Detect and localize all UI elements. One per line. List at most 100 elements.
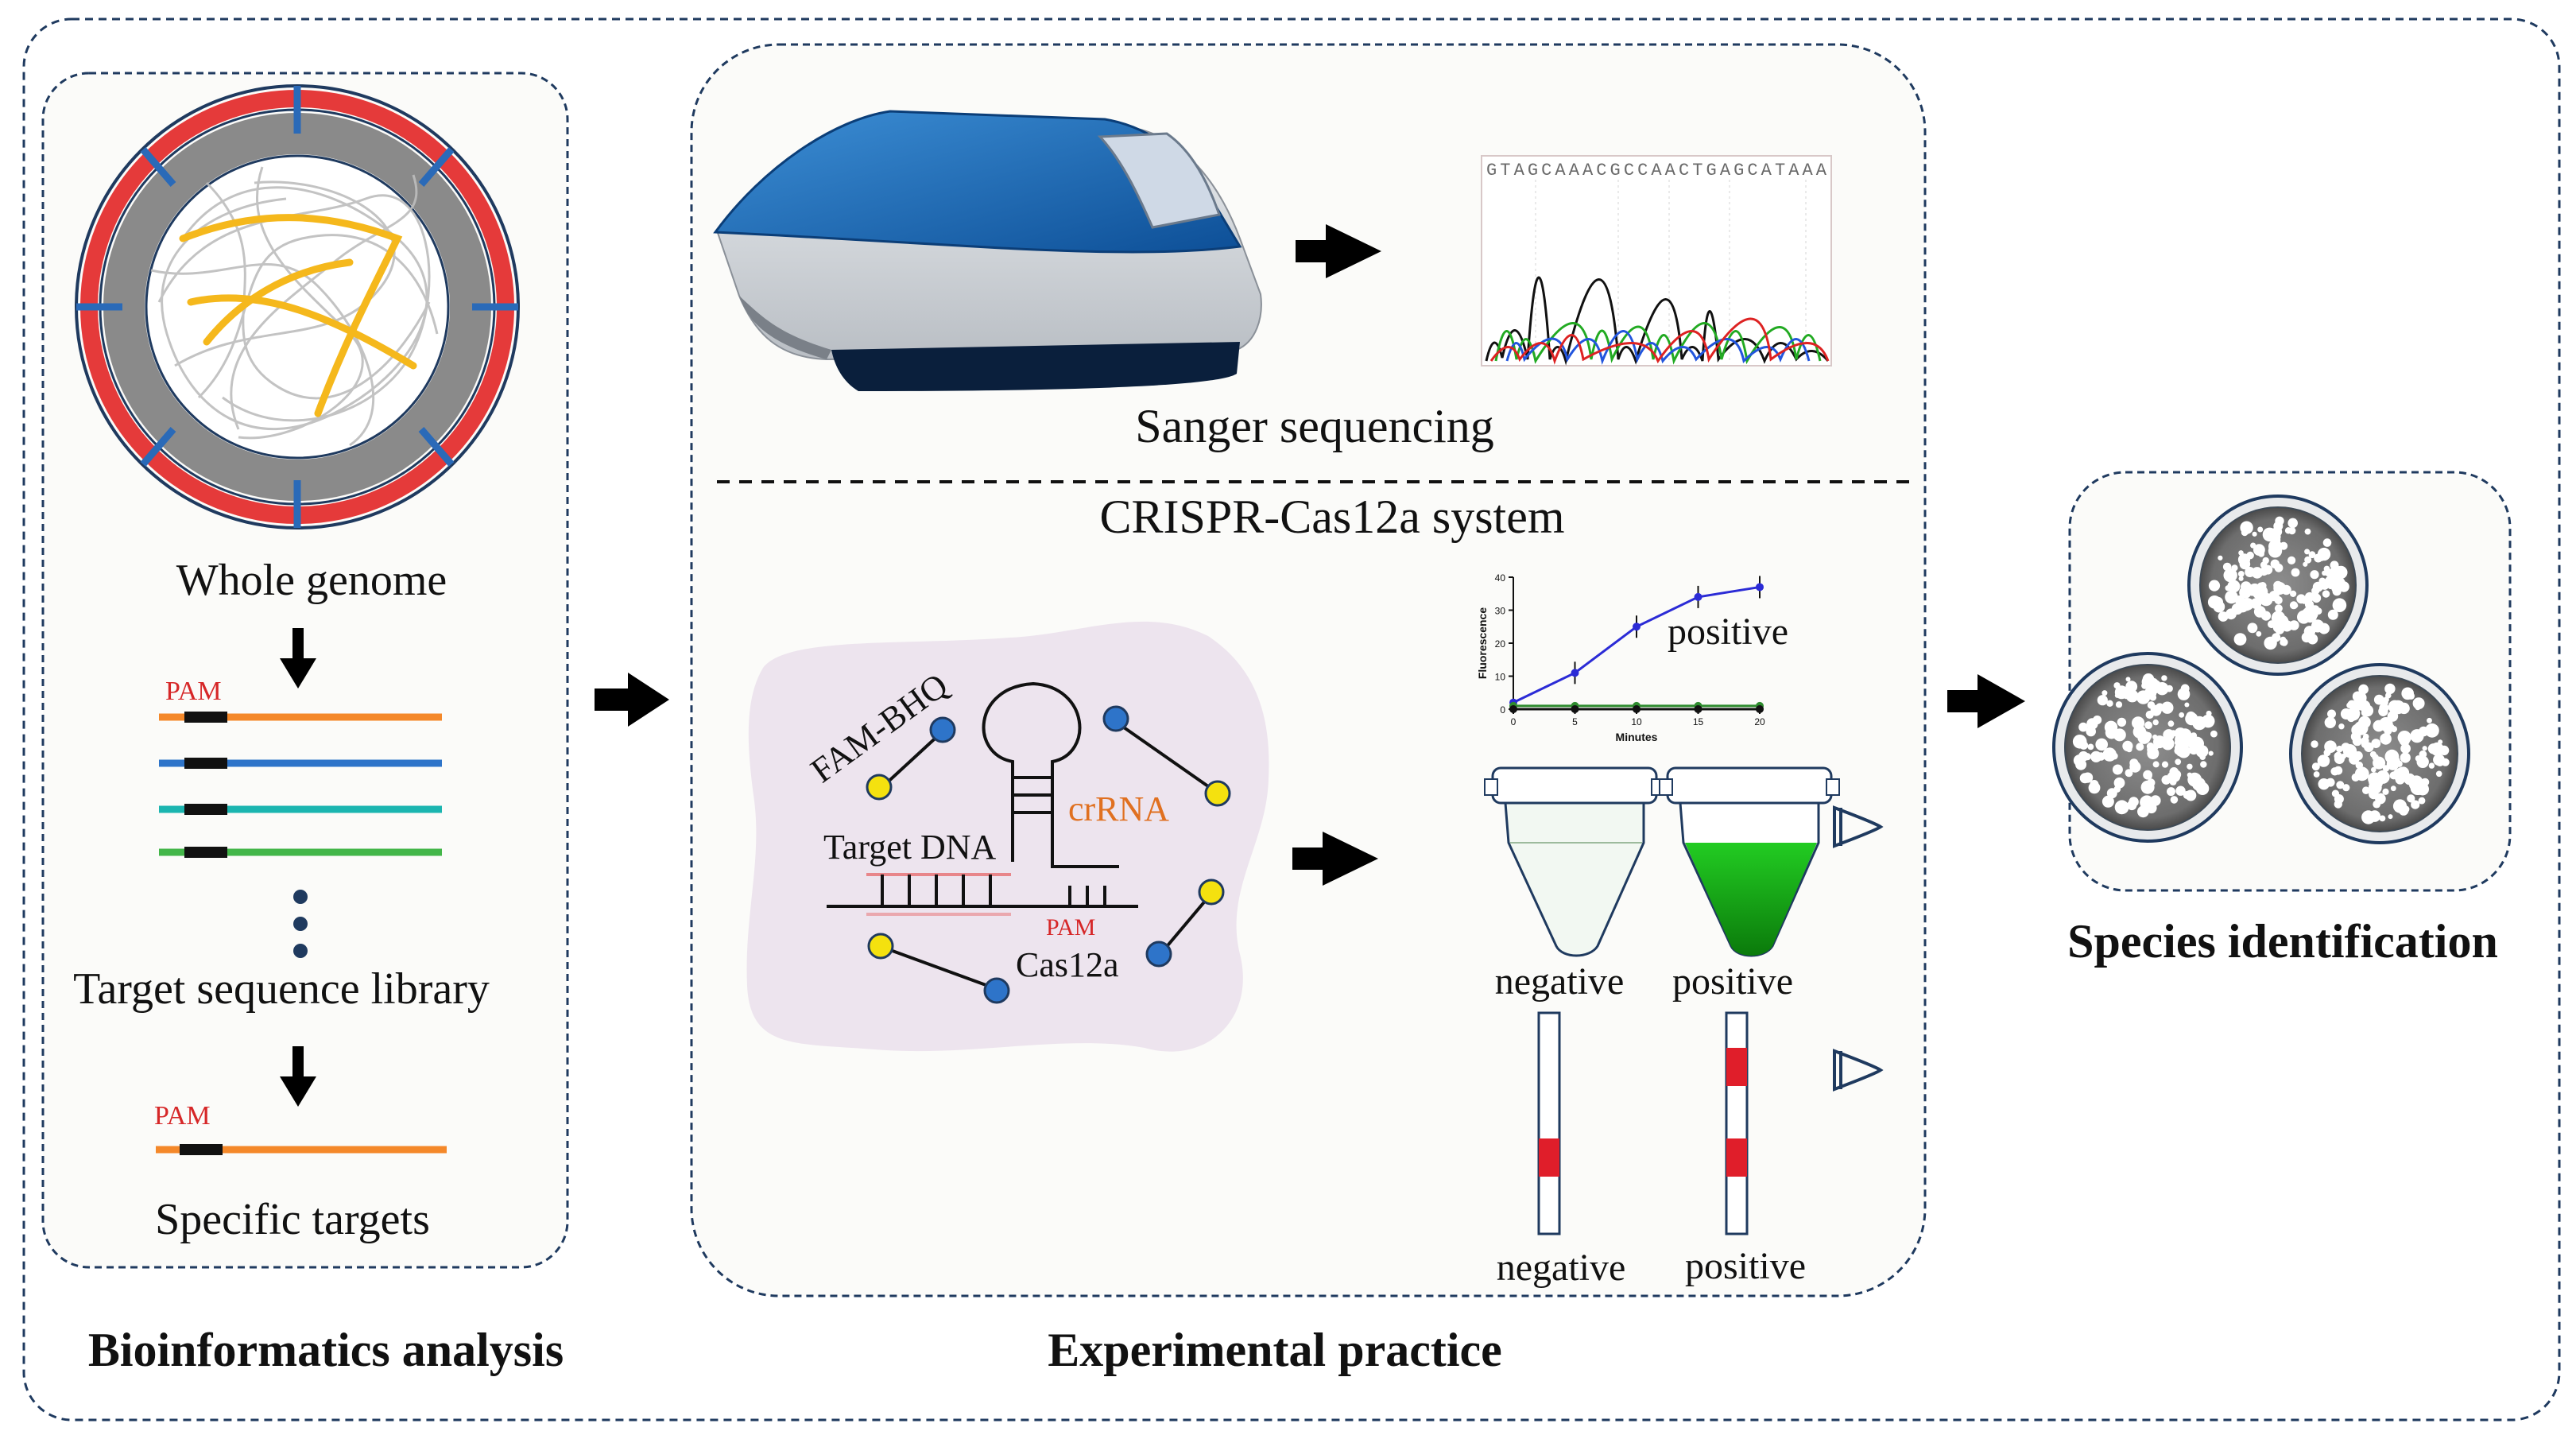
colony-dot (2304, 607, 2311, 613)
tube-negative-icon (1484, 766, 1665, 957)
data-point (1571, 669, 1579, 677)
data-point (1509, 705, 1517, 713)
colony-dot (2093, 716, 2102, 725)
strip-negative-label: negative (1497, 1247, 1626, 1289)
cas12a-pam-label: PAM (1046, 914, 1095, 941)
colony-dot (2143, 770, 2153, 780)
colony-dot (2373, 800, 2381, 809)
colony-dot (2213, 600, 2225, 613)
colony-dot (2167, 787, 2175, 797)
colony-dot (2351, 773, 2360, 782)
colony-dot (2361, 810, 2376, 824)
colony-dot (2362, 733, 2369, 740)
colony-dot (2401, 687, 2414, 700)
down-arrow-icon (280, 1046, 316, 1107)
colony-dot (2117, 717, 2127, 727)
colony-dot (2319, 580, 2330, 590)
colony-dot (2115, 701, 2123, 708)
colony-dot (2378, 717, 2393, 731)
colony-dot (2353, 751, 2363, 761)
crispr-label: CRISPR-Cas12a system (1099, 491, 1564, 543)
colony-dot (2137, 805, 2149, 818)
colony-dot (2371, 739, 2381, 748)
colony-dot (2086, 726, 2096, 737)
colony-dot (2260, 611, 2272, 621)
colony-dot (2272, 623, 2283, 633)
colony-dot (2149, 693, 2157, 701)
colony-dot (2110, 752, 2118, 760)
colony-dot (2334, 800, 2342, 809)
colony-dot (2163, 729, 2175, 741)
colony-dot (2422, 746, 2427, 751)
sequence-lines (159, 712, 442, 858)
colony-dot (2373, 694, 2384, 705)
colony-dot (2382, 788, 2389, 795)
colony-dot (2415, 704, 2421, 711)
specific-targets-label: Specific targets (155, 1195, 430, 1244)
colony-dot (2413, 784, 2424, 795)
colony-dot (2379, 703, 2389, 713)
strip-negative-icon (1537, 1011, 1561, 1235)
colony-dot (2364, 742, 2374, 752)
colony-dot (2315, 607, 2322, 615)
colony-dot (2400, 743, 2411, 754)
colony-dot (2079, 773, 2090, 784)
right-arrow-icon (1296, 224, 1381, 278)
colony-dot (2201, 714, 2215, 728)
strip-positive-icon (1725, 1011, 1749, 1235)
colony-dot (2074, 740, 2079, 746)
colony-dot (2208, 751, 2214, 756)
cas12a-label: Cas12a (1016, 945, 1119, 984)
colony-dot (2341, 743, 2351, 752)
colony-dot (2075, 758, 2087, 770)
strip-positive-label: positive (1685, 1245, 1806, 1287)
colony-dot (2361, 708, 2369, 717)
colony-dot (2152, 749, 2158, 756)
colony-dot (2237, 571, 2245, 577)
colony-dot (2390, 785, 2396, 792)
colony-dot (2253, 584, 2268, 599)
colony-dot (2272, 633, 2281, 642)
colony-dot (2208, 580, 2221, 592)
colony-dot (2358, 684, 2369, 695)
colony-dot (2114, 800, 2129, 815)
colony-dot (2161, 761, 2169, 768)
colony-dot (2185, 712, 2198, 726)
colony-dot (2362, 786, 2370, 794)
x-tick-label: 10 (1631, 716, 1642, 727)
colony-dot (2284, 527, 2292, 534)
colony-dot (2304, 592, 2315, 602)
y-tick-label: 40 (1495, 572, 1506, 584)
colony-dot (2290, 590, 2297, 598)
colony-dot (2269, 545, 2275, 551)
sequence-text: GTAGCAAACGCCAACTGAGCATAAA (1486, 161, 1827, 180)
colony-dot (2107, 747, 2113, 753)
colony-dot (2416, 755, 2429, 768)
colony-dot (2078, 722, 2088, 732)
colony-dot (2388, 700, 2402, 714)
colony-dot (2400, 752, 2411, 763)
data-point (1571, 705, 1579, 713)
colony-dot (2187, 763, 2193, 770)
colony-dot (2273, 580, 2283, 591)
colony-dot (2274, 595, 2283, 605)
colony-dot (2330, 767, 2339, 776)
colony-dot (2195, 745, 2209, 758)
colony-dot (2087, 743, 2094, 751)
colony-dot (2095, 738, 2108, 751)
colony-dot (2274, 563, 2284, 572)
colony-dot (2275, 516, 2284, 526)
x-tick-label: 15 (1693, 716, 1704, 727)
right-arrow-icon (1947, 674, 2025, 728)
colony-dot (2336, 781, 2345, 789)
x-tick-label: 20 (1754, 716, 1765, 727)
colony-dot (2334, 751, 2342, 761)
colony-dot (2322, 590, 2330, 598)
colony-dot (2246, 551, 2254, 560)
colony-dot (2228, 580, 2239, 592)
colony-dot (2223, 568, 2237, 583)
x-axis-label: Minutes (1616, 731, 1658, 743)
colony-dot (2387, 754, 2400, 769)
